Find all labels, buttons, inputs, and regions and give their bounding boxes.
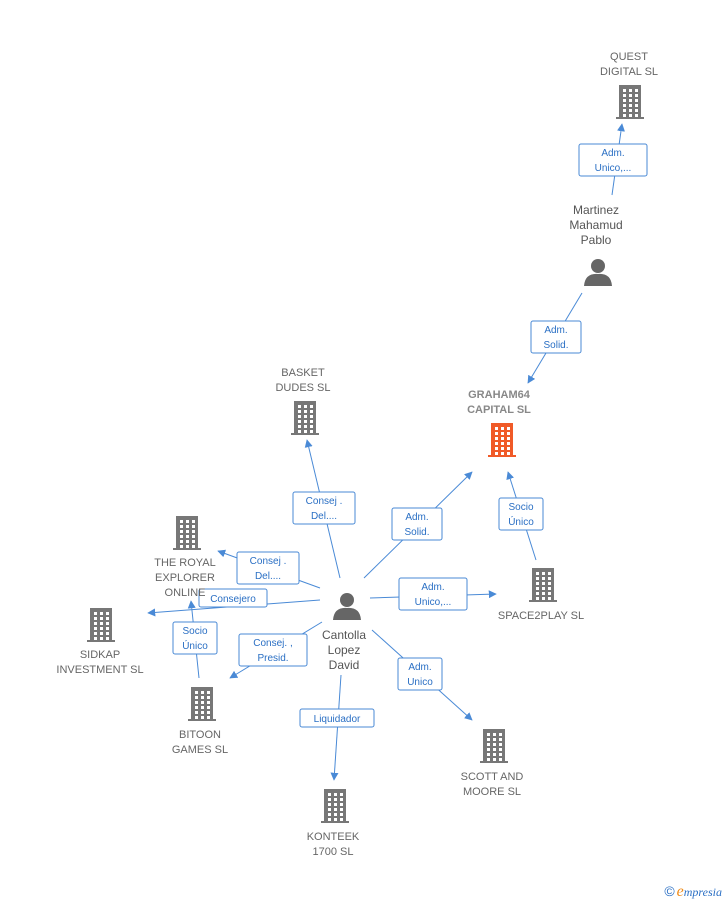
edge-label-text: Del.... [311,511,337,522]
node-label: David [329,658,360,672]
node-label: DIGITAL SL [600,66,658,78]
edge-label-text: Unico,... [595,163,632,174]
edge-label-text: Presid. [257,653,288,664]
node-quest[interactable]: QUEST DIGITAL SL [600,51,658,119]
node-label: ONLINE [165,587,206,599]
node-space2play[interactable]: SPACE2PLAY SL [498,568,584,622]
edge-label-text: Consejero [210,594,256,605]
nodes-layer: QUEST DIGITAL SL MartinezMahamudPabloGRAHA… [56,51,658,858]
edge-label-text: Liquidador [314,714,361,725]
edge-label-text: Socio [508,502,533,513]
edge-cantolla-to-basket: Consej . Del.... [292,439,356,579]
edge-label-box[interactable] [299,708,375,728]
edge-label-text: Consej . [306,496,343,507]
edge-martinez-to-quest: Adm. Unico,... [578,123,648,196]
node-label: EXPLORER [155,572,215,584]
node-label: Martinez [573,203,619,217]
edge-label-box[interactable] [578,143,648,177]
edge-martinez-to-graham: Adm. Solid. [527,292,583,384]
copyright-icon: © [664,883,675,899]
node-label: GAMES SL [172,744,228,756]
edges-layer: Adm.Unico,...Adm.Solid.Adm.Solid.SocioÚn… [147,123,648,781]
edge-label-text: Adm. [544,325,567,336]
edge-label-text: Unico,... [415,597,452,608]
edge-label-box[interactable] [198,588,268,608]
node-label: SIDKAP [80,649,120,661]
brand-name: mpresia [683,885,722,899]
node-basket[interactable]: BASKET DUDES SL [275,367,331,435]
edge-label-text: Único [508,515,534,528]
node-label: INVESTMENT SL [56,664,143,676]
node-label: DUDES SL [275,382,330,394]
node-label: BITOON [179,729,221,741]
node-label: SPACE2PLAY SL [498,610,584,622]
edge-label-text: Solid. [543,340,568,351]
node-label: THE ROYAL [154,557,216,569]
building-icon[interactable] [173,516,201,550]
edge-cantolla-to-konteek: Liquidador [299,674,375,781]
edge-label-text: Consej . [250,556,287,567]
edge-label-box[interactable] [236,551,300,585]
person-icon[interactable] [584,259,612,286]
edge-label-text: Adm. [405,512,428,523]
building-icon[interactable] [488,423,516,457]
edge-label-box[interactable] [172,621,218,655]
edge-label-box[interactable] [397,657,443,691]
node-label: Mahamud [569,218,622,232]
edge-label-text: Del.... [255,571,281,582]
node-label: SCOTT AND [461,771,524,783]
edge-cantolla-to-space2play: Adm. Unico,... [369,577,497,611]
brand-watermark: ©empresia [664,883,722,901]
node-label: CAPITAL SL [467,404,531,416]
edge-label-text: Solid. [404,527,429,538]
edge-label-box[interactable] [498,497,544,531]
edge-cantolla-to-sidkap: Consejero [147,588,321,617]
edge-cantolla-to-scott: Adm. Unico [371,629,473,721]
building-icon[interactable] [529,568,557,602]
edge-cantolla-to-bitoon: Consej. , Presid. [229,621,323,679]
edge-label-box[interactable] [238,633,308,667]
node-label: Lopez [328,643,361,657]
edge-label-box[interactable] [292,491,356,525]
building-icon[interactable] [480,729,508,763]
edge-label-text: Único [182,639,208,652]
edge-label-box[interactable] [398,577,468,611]
edge-label-text: Socio [182,626,207,637]
node-label: Pablo [581,233,612,247]
brand-logo-initial: e [676,883,684,900]
edge-cantolla-to-graham: Adm. Solid. [363,471,473,579]
node-label: 1700 SL [313,846,354,858]
node-label: MOORE SL [463,786,521,798]
node-scott[interactable]: SCOTT AND MOORE SL [461,729,524,798]
edge-label-text: Adm. [408,662,431,673]
node-label: KONTEEK [307,831,360,843]
node-label: BASKET [281,367,325,379]
node-label: GRAHAM64 [468,389,531,401]
building-icon[interactable] [291,401,319,435]
building-icon[interactable] [87,608,115,642]
node-label: QUEST [610,51,648,63]
edge-label-text: Consej. , [253,638,292,649]
building-icon[interactable] [616,85,644,119]
building-icon[interactable] [188,687,216,721]
edge-label-text: Adm. [601,148,624,159]
node-sidkap[interactable]: SIDKAP INVESTMENT SL [56,608,144,676]
building-icon[interactable] [321,789,349,823]
person-icon[interactable] [333,593,361,620]
edge-label-text: Adm. [421,582,444,593]
node-label: Cantolla [322,628,366,642]
edge-cantolla-to-royal: Consej . Del.... [217,549,321,589]
node-konteek[interactable]: KONTEEK 1700 SL [307,789,360,858]
edge-label-box[interactable] [391,507,443,541]
node-royal[interactable]: THE ROYAL EXPLORER ONLINE [154,516,216,599]
edge-label-text: Unico [407,677,433,688]
edge-label-box[interactable] [530,320,582,354]
node-bitoon[interactable]: BITOON GAMES SL [172,687,228,756]
